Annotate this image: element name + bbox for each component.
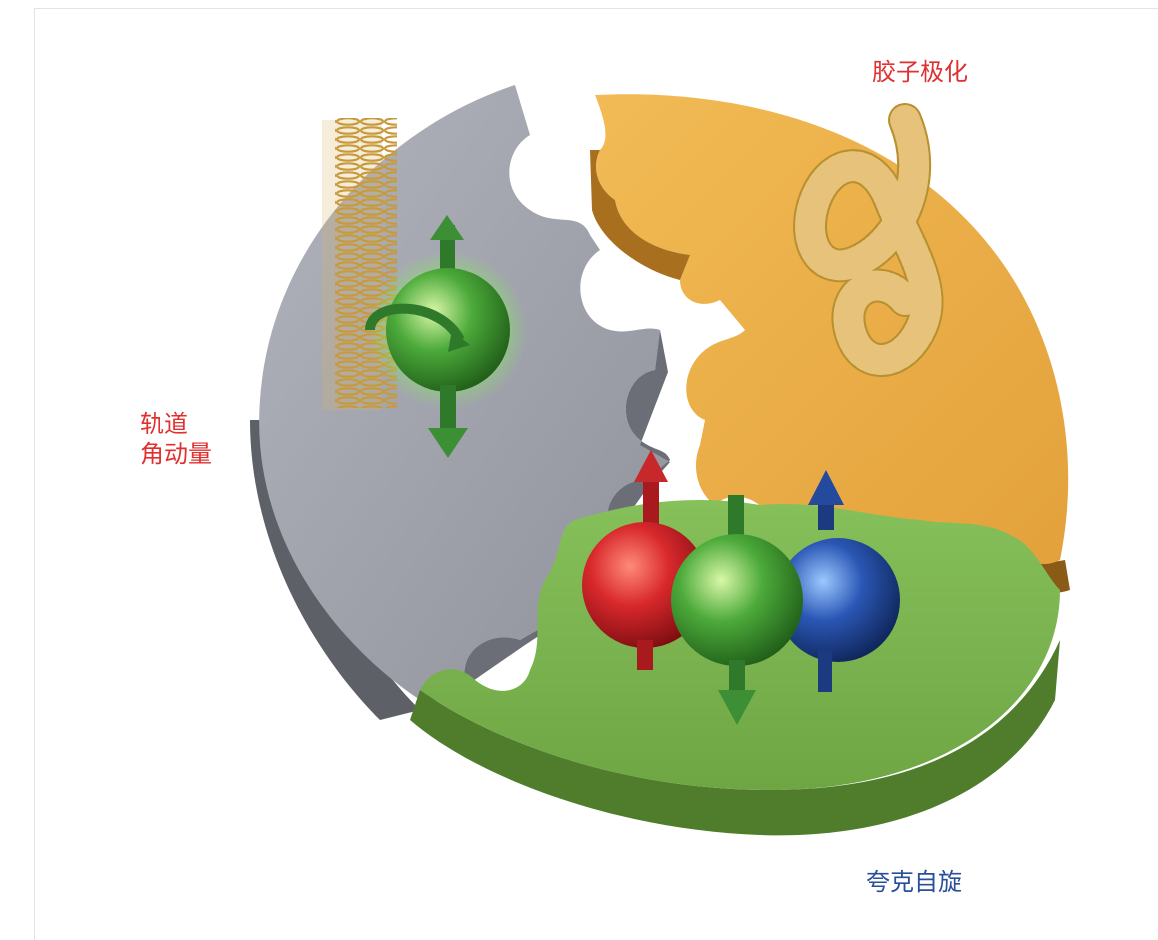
green-quark [671, 495, 803, 725]
figure-frame [34, 8, 1158, 940]
label-orbital-line1: 轨道 [140, 410, 188, 438]
orange-piece-top [595, 94, 1069, 565]
orbital-quark [365, 215, 528, 458]
green-piece-side [410, 640, 1060, 836]
label-quark-spin: 夸克自旋 [866, 868, 962, 896]
gluon-spring [793, 103, 944, 377]
gluon-polarization-piece [590, 94, 1070, 593]
blue-quark [776, 470, 900, 692]
valence-quarks [582, 450, 900, 725]
label-orbital-line2: 角动量 [140, 440, 212, 468]
label-gluon-polarization: 胶子极化 [872, 58, 968, 86]
